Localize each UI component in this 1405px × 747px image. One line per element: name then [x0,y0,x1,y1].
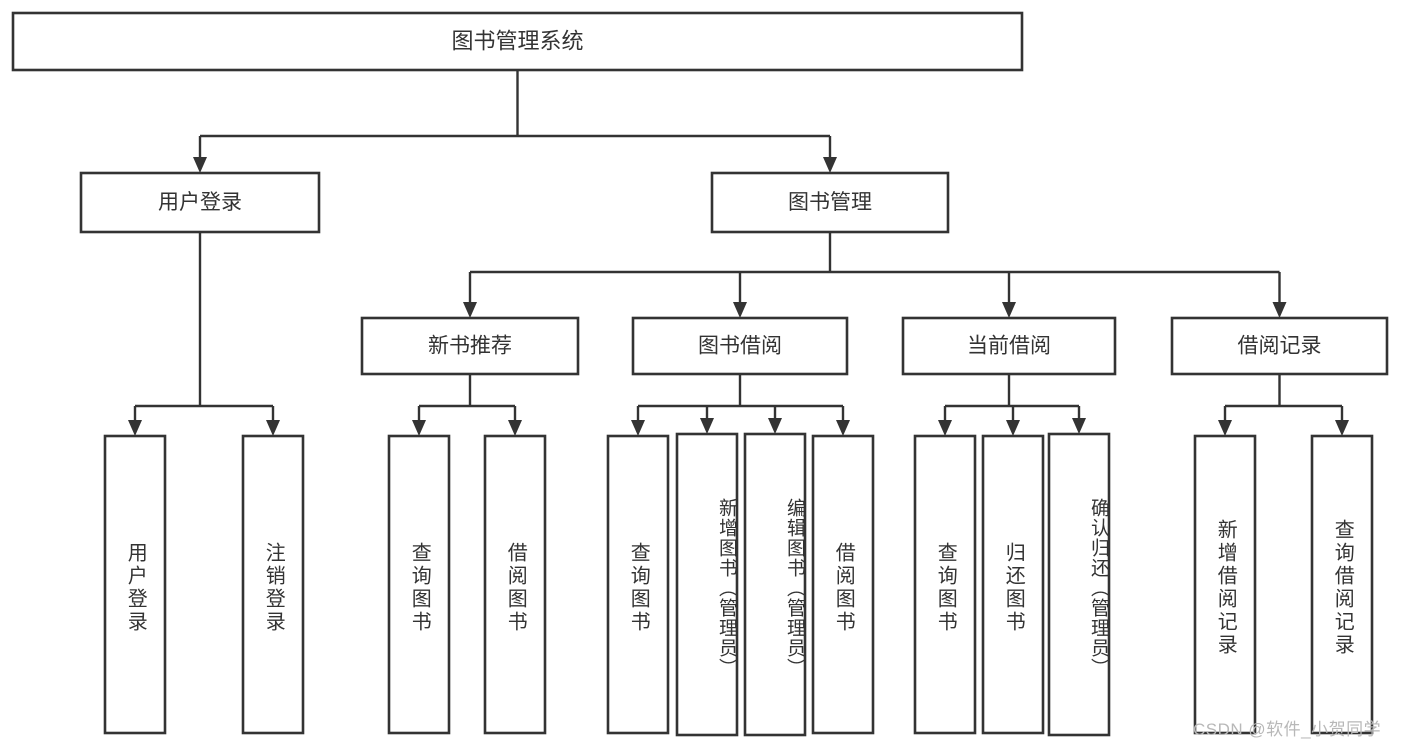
leaf-node-leaf-query-book-2[interactable] [606,434,670,735]
leaf-node-leaf-query-book-1[interactable] [387,434,451,735]
node-label-root: 图书管理系统 [451,28,583,53]
arrow-head-leaf-query-book-1 [412,420,426,436]
arrow-head-leaf-add-book [700,418,714,434]
arrow-head-book-borrow [733,302,747,318]
arrow-head-leaf-edit-book [768,418,782,434]
arrow-head-leaf-logout [266,420,280,436]
arrow-head-book-manage [823,157,837,173]
arrow-head-leaf-borrow-book-1 [508,420,522,436]
arrow-head-leaf-query-book-2 [631,420,645,436]
connector-layer [128,70,1349,436]
watermark-text: CSDN @软件_小贺同学 [1193,720,1382,739]
leaf-node-leaf-borrow-book-2[interactable] [811,434,875,735]
arrow-head-leaf-query-record [1335,420,1349,436]
arrow-head-user-login [193,157,207,173]
arrow-head-leaf-add-record [1218,420,1232,436]
root-node-root[interactable] [11,11,1024,72]
arrow-head-leaf-borrow-book-2 [836,420,850,436]
node-label-new-book-recommend: 新书推荐 [428,335,512,358]
arrow-head-new-book-recommend [463,302,477,318]
arrow-head-leaf-return-book [1006,420,1020,436]
node-label-book-manage: 图书管理 [788,191,872,214]
level3-node-current-borrow[interactable] [901,316,1117,376]
arrow-head-current-borrow [1002,302,1016,318]
node-label-borrow-record: 借阅记录 [1238,335,1322,358]
leaf-node-leaf-logout[interactable] [241,434,305,735]
level3-node-borrow-record[interactable] [1170,316,1389,376]
arrow-head-leaf-confirm-return [1072,418,1086,434]
arrow-head-borrow-record [1272,302,1287,318]
arrow-head-leaf-user-login [128,420,142,436]
node-label-current-borrow: 当前借阅 [967,335,1051,358]
leaf-node-leaf-user-login[interactable] [103,434,167,735]
level3-node-book-borrow[interactable] [631,316,849,376]
leaf-node-leaf-add-book[interactable] [675,432,739,737]
level2-node-book-manage[interactable] [710,171,950,234]
leaf-node-leaf-borrow-book-1[interactable] [483,434,547,735]
node-label-user-login: 用户登录 [158,191,242,214]
leaf-node-leaf-query-record[interactable] [1310,434,1374,735]
node-box-layer [11,11,1389,737]
leaf-node-leaf-return-book[interactable] [981,434,1045,735]
node-label-book-borrow: 图书借阅 [698,335,782,358]
leaf-node-leaf-add-record[interactable] [1193,434,1257,735]
leaf-node-leaf-query-book-3[interactable] [913,434,977,735]
level2-node-user-login[interactable] [79,171,321,234]
leaf-node-leaf-confirm-return[interactable] [1047,432,1111,737]
leaf-node-leaf-edit-book[interactable] [743,432,807,737]
arrow-head-leaf-query-book-3 [938,420,952,436]
level3-node-new-book-recommend[interactable] [360,316,580,376]
